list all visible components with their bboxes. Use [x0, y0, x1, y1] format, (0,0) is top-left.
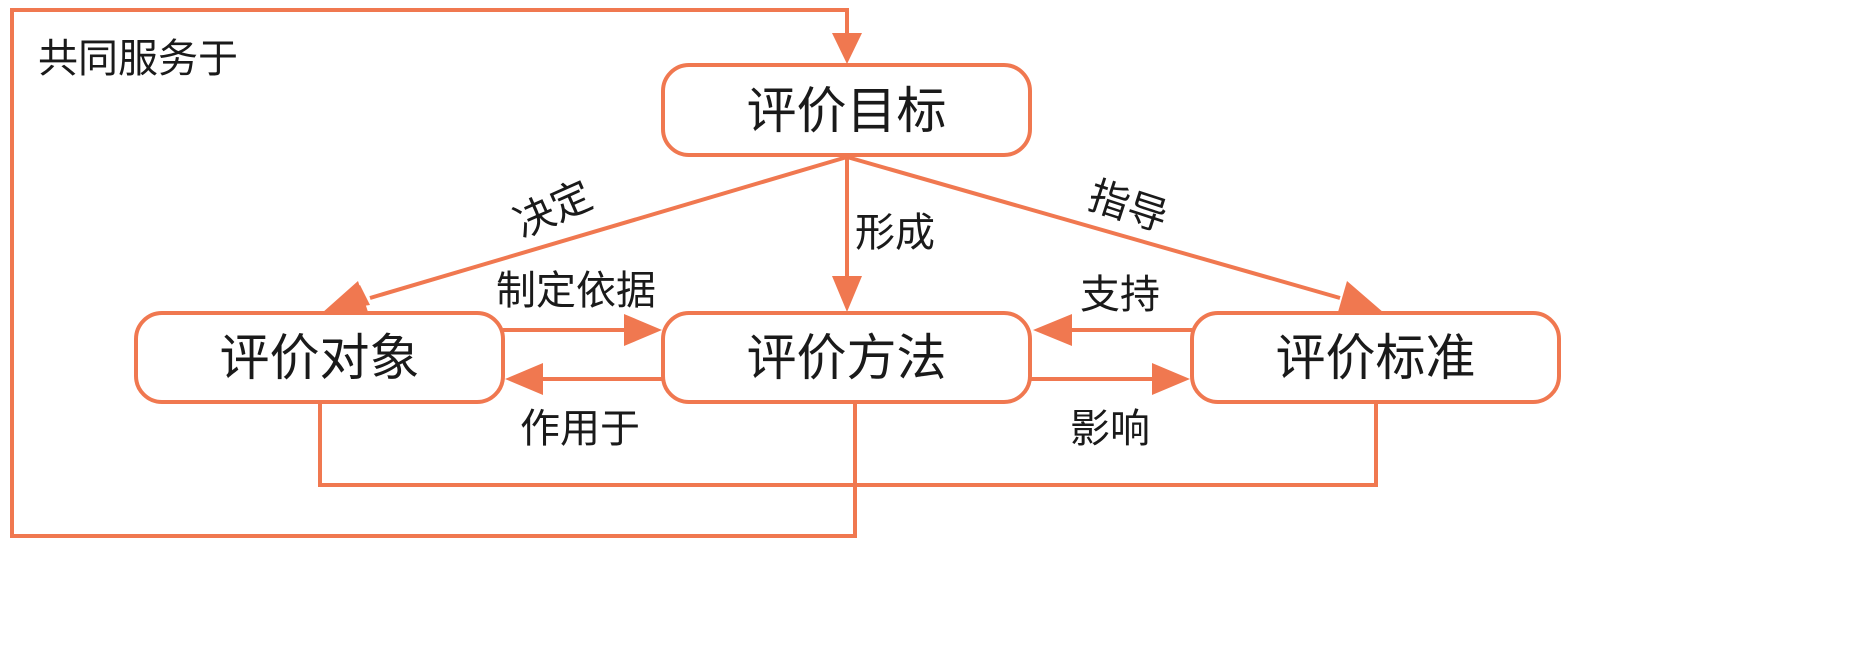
edge-goal-to-object-arrowhead-fill	[322, 281, 368, 313]
edge-method-to-object-label: 作用于	[520, 406, 640, 452]
node-method-label: 评价方法	[747, 329, 947, 387]
outer-loop-line	[10, 8, 857, 538]
node-standard: 评价标准	[1190, 311, 1561, 404]
edge-standard-to-method-label: 支持	[1080, 272, 1160, 318]
edge-method-to-standard-label: 影响	[1070, 406, 1150, 452]
edge-method-to-standard-arrowhead	[1152, 363, 1190, 395]
node-goal: 评价目标	[661, 63, 1032, 157]
edge-method-to-object-arrowhead	[505, 363, 543, 395]
node-object-label: 评价对象	[220, 329, 420, 387]
node-object-box	[134, 311, 505, 404]
node-goal-label: 评价目标	[747, 82, 947, 140]
edge-goal-to-standard-label: 指导	[1083, 173, 1173, 241]
outer-loop-label: 共同服务于	[38, 36, 238, 82]
node-object: 评价对象	[134, 311, 505, 404]
node-method: 评价方法	[661, 311, 1032, 404]
node-method-box	[661, 311, 1032, 404]
edge-goal-to-standard-line	[846, 155, 1341, 300]
edge-goal-to-method-label: 形成	[855, 210, 935, 256]
node-standard-label: 评价标准	[1276, 329, 1476, 387]
edge-goal-to-method-arrowhead	[832, 276, 862, 312]
node-goal-box	[661, 63, 1032, 157]
bottom-bracket-line	[318, 402, 1378, 487]
edge-object-to-method-arrowhead	[624, 314, 662, 346]
edge-standard-to-method-arrowhead	[1033, 314, 1072, 346]
edge-goal-to-object-line	[369, 155, 848, 300]
outer-loop-arrowhead	[832, 33, 862, 64]
edge-object-to-method-label: 制定依据	[496, 268, 656, 314]
edge-goal-to-standard-arrowhead	[1338, 281, 1384, 313]
node-standard-box	[1190, 311, 1561, 404]
